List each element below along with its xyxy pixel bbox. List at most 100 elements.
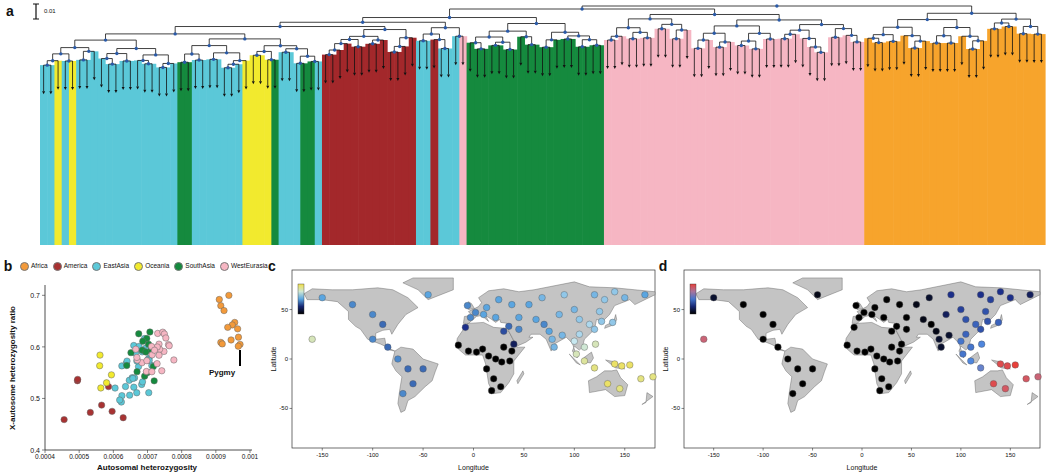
node-dot	[577, 34, 580, 37]
clade-band	[626, 39, 634, 245]
clade-band	[112, 64, 120, 245]
sample-site	[425, 291, 432, 298]
node-dot	[105, 57, 108, 60]
clade-band	[69, 61, 77, 245]
data-point	[219, 341, 225, 347]
legend-swatch	[174, 262, 183, 271]
clade-band	[857, 42, 865, 245]
clade-band	[387, 52, 395, 245]
sample-site	[598, 318, 605, 325]
sample-site	[1002, 385, 1009, 392]
node-dot	[807, 37, 810, 40]
tree-branch	[824, 52, 825, 78]
sample-site	[770, 321, 777, 328]
tip-arrow	[375, 70, 378, 73]
tree-branch	[716, 47, 717, 73]
tick-mark	[682, 408, 685, 409]
sample-site	[609, 319, 616, 326]
node-dot	[675, 37, 678, 40]
node-dot	[208, 44, 211, 47]
node-dot	[566, 37, 569, 40]
tree-branch	[694, 48, 695, 74]
tip-arrow	[1025, 60, 1028, 63]
data-point	[103, 380, 109, 386]
clade-band	[655, 29, 663, 245]
tree-branch	[274, 60, 275, 86]
clade-band	[329, 55, 337, 245]
tip-arrow	[910, 74, 913, 77]
tree-branch	[846, 35, 847, 61]
tip-arrow	[57, 87, 60, 90]
tip-arrow	[201, 86, 204, 89]
tick-label: 0.0007	[138, 454, 158, 461]
node-dot	[111, 62, 114, 65]
sample-site	[862, 349, 869, 356]
clade-band	[662, 29, 670, 245]
tip-arrow	[1011, 53, 1014, 56]
node-dot	[356, 45, 359, 48]
tip-arrow	[809, 73, 812, 76]
tip-arrow	[997, 55, 1000, 58]
tip-arrow	[425, 67, 428, 70]
tree-branch	[593, 45, 594, 71]
tree	[40, 4, 1046, 245]
sample-site	[997, 361, 1004, 368]
tree-branch	[506, 50, 507, 76]
land-mass	[782, 347, 827, 412]
clade-band	[185, 62, 193, 245]
tip-arrow	[823, 78, 826, 81]
sample-site	[465, 348, 472, 355]
data-point	[143, 349, 149, 355]
tree-branch	[983, 41, 984, 67]
tree-branch	[650, 38, 651, 64]
data-point	[159, 368, 165, 374]
sample-site	[710, 294, 717, 301]
tree-branch	[455, 36, 456, 62]
clade-band	[893, 41, 901, 245]
sample-site	[485, 353, 492, 360]
tree-branch	[773, 39, 774, 65]
tree-branch	[115, 64, 116, 90]
node-dot	[530, 43, 533, 46]
tip-arrow	[404, 72, 407, 75]
tree-branch	[896, 41, 897, 67]
sample-site	[500, 328, 507, 335]
data-point	[156, 352, 162, 358]
clade-band	[430, 40, 438, 245]
tree-branch	[86, 60, 87, 86]
tree-branch	[462, 36, 463, 62]
sample-site	[309, 336, 316, 343]
node-dot	[474, 41, 477, 44]
node-dot	[87, 50, 90, 53]
sample-site	[913, 301, 920, 308]
clade-band	[120, 61, 128, 245]
sample-site	[883, 296, 890, 303]
node-dot	[834, 36, 837, 39]
clade-band	[799, 38, 807, 245]
sample-site	[880, 356, 887, 363]
sample-site	[556, 311, 563, 318]
node-dot	[422, 39, 425, 42]
node-dot	[448, 16, 451, 19]
tree-branch	[137, 60, 138, 86]
sample-site	[551, 344, 558, 351]
tip-arrow	[671, 65, 674, 68]
sample-site	[987, 296, 994, 303]
sample-site	[492, 314, 499, 321]
tree-branch	[296, 63, 297, 89]
map-frame	[292, 270, 655, 448]
clade-band	[214, 59, 222, 245]
tip-arrow	[273, 86, 276, 89]
node-dot	[279, 44, 282, 47]
tip-arrow	[187, 88, 190, 91]
tree-branch	[969, 49, 970, 75]
tree-branch	[737, 45, 738, 71]
node-dot	[1029, 25, 1032, 28]
clade-band	[402, 46, 410, 245]
node-dot	[670, 23, 673, 26]
tree-branch	[679, 39, 680, 65]
tip-arrow	[461, 62, 464, 65]
clade-band	[524, 45, 532, 245]
node-dot	[971, 47, 974, 50]
tree-branch	[419, 41, 420, 67]
